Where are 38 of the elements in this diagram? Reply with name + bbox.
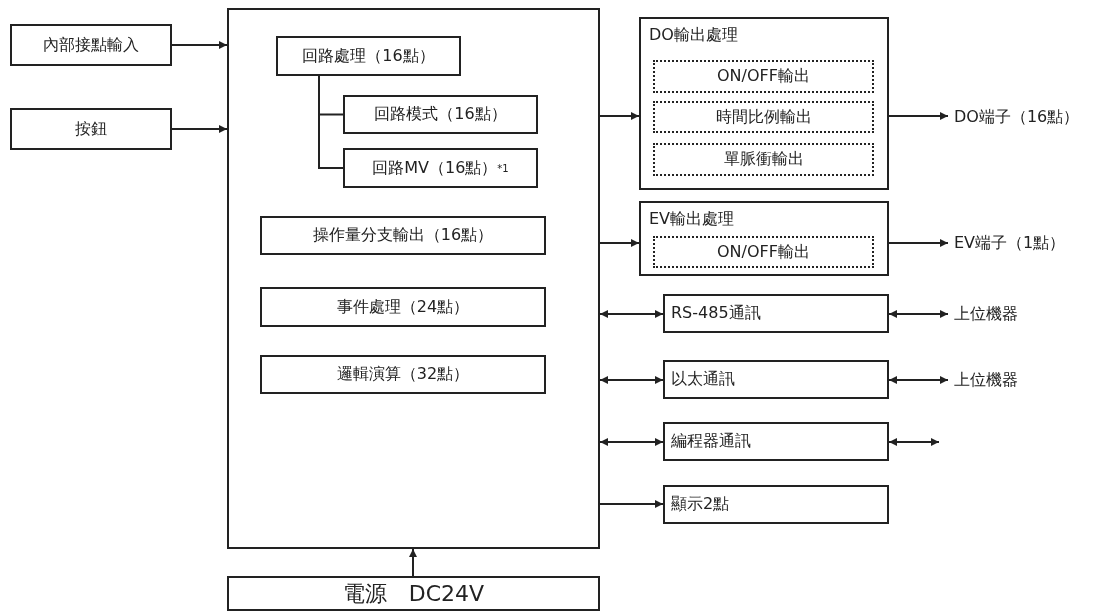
arrow [888,239,949,247]
output-mode-box: 時間比例輸出 [653,101,874,133]
arrow [599,500,664,508]
terminal-label: 上位機器 [948,367,1058,393]
process-box: RS-485通訊 [663,294,889,333]
process-box: DO輸出處理 ON/OFF輸出 時間比例輸出 單脈衝輸出 [639,17,889,190]
arrow [888,376,949,384]
process-box: 按鈕 [10,108,172,150]
process-box: 內部接點輸入 [10,24,172,66]
arrow [171,125,228,133]
output-mode-box: 單脈衝輸出 [653,143,874,176]
process-box: 編程器通訊 [663,422,889,461]
arrow [888,310,949,318]
arrow [599,310,664,318]
arrow [599,112,640,120]
terminal-label: 上位機器 [948,301,1058,327]
process-box: 顯示2點 [663,485,889,524]
arrow [409,548,417,577]
process-box: 操作量分支輸出（16點） [260,216,546,255]
arrow [888,112,949,120]
arrow [888,438,940,446]
arrow [599,239,640,247]
process-box: 事件處理（24點） [260,287,546,327]
arrow [171,41,228,49]
terminal-label: EV端子（1點） [948,230,1088,256]
arrow [599,376,664,384]
arrow [599,438,664,446]
output-mode-box: ON/OFF輸出 [653,60,874,93]
terminal-label: DO端子（16點） [948,104,1113,130]
process-box: 以太通訊 [663,360,889,399]
process-box: 邏輯演算（32點） [260,355,546,394]
connector-line [318,75,344,169]
process-box: EV輸出處理 ON/OFF輸出 [639,201,889,276]
process-box: 回路模式（16點） [343,95,538,134]
process-box: 電源 DC24V [227,576,600,611]
process-box: 回路處理（16點） [276,36,461,76]
controller-box [227,8,600,549]
output-mode-box: ON/OFF輸出 [653,236,874,268]
